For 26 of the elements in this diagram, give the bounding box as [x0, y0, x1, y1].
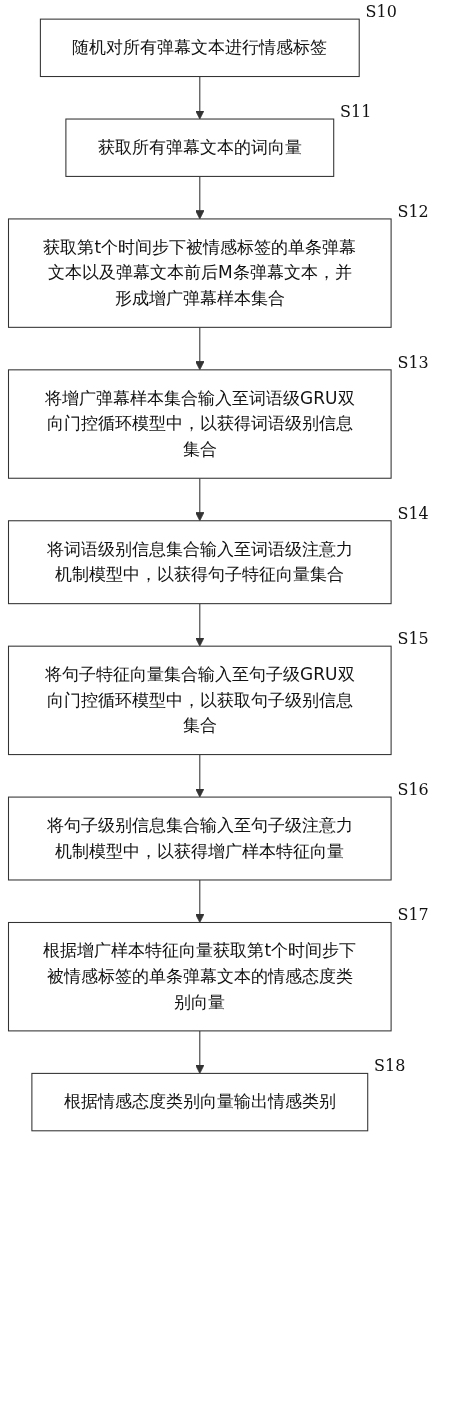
node-box: 根据情感态度类别向量输出情感类别: [31, 1072, 369, 1132]
arrow: [195, 326, 205, 371]
node-box: 将句子级别信息集合输入至句子级注意力机制模型中，以获得增广样本特征向量: [7, 796, 392, 881]
arrow: [195, 603, 205, 647]
node-box: 获取第t个时间步下被情感标签的单条弹幕文本以及弹幕文本前后M条弹幕文本，并形成增广弹幕样本集合: [7, 218, 392, 328]
step-label: S12: [397, 201, 429, 221]
node-box: 将句子特征向量集合输入至句子级GRU双向门控循环模型中，以获取句子级别信息集合: [7, 645, 392, 756]
arrow: [195, 76, 205, 120]
step-label: S14: [397, 503, 429, 523]
arrow: [195, 1030, 205, 1074]
step-label: S13: [397, 352, 429, 372]
step-label: S11: [340, 101, 372, 121]
step-label: S10: [365, 2, 397, 21]
arrow: [195, 879, 205, 923]
step-label: S16: [397, 779, 429, 799]
step-label: S18: [374, 1056, 406, 1076]
node-box: 将增广弹幕样本集合输入至词语级GRU双向门控循环模型中，以获得词语级别信息集合: [7, 369, 392, 479]
arrow: [195, 754, 205, 798]
arrow: [195, 477, 205, 522]
node-box: 获取所有弹幕文本的词向量: [65, 118, 335, 177]
step-label: S15: [397, 629, 429, 649]
arrow: [195, 175, 205, 220]
node-box: 根据增广样本特征向量获取第t个时间步下被情感标签的单条弹幕文本的情感态度类别向量: [7, 921, 392, 1032]
step-label: S17: [397, 905, 429, 925]
node-box: 随机对所有弹幕文本进行情感标签: [39, 18, 360, 78]
node-box: 将词语级别信息集合输入至词语级注意力机制模型中，以获得句子特征向量集合: [7, 520, 392, 605]
